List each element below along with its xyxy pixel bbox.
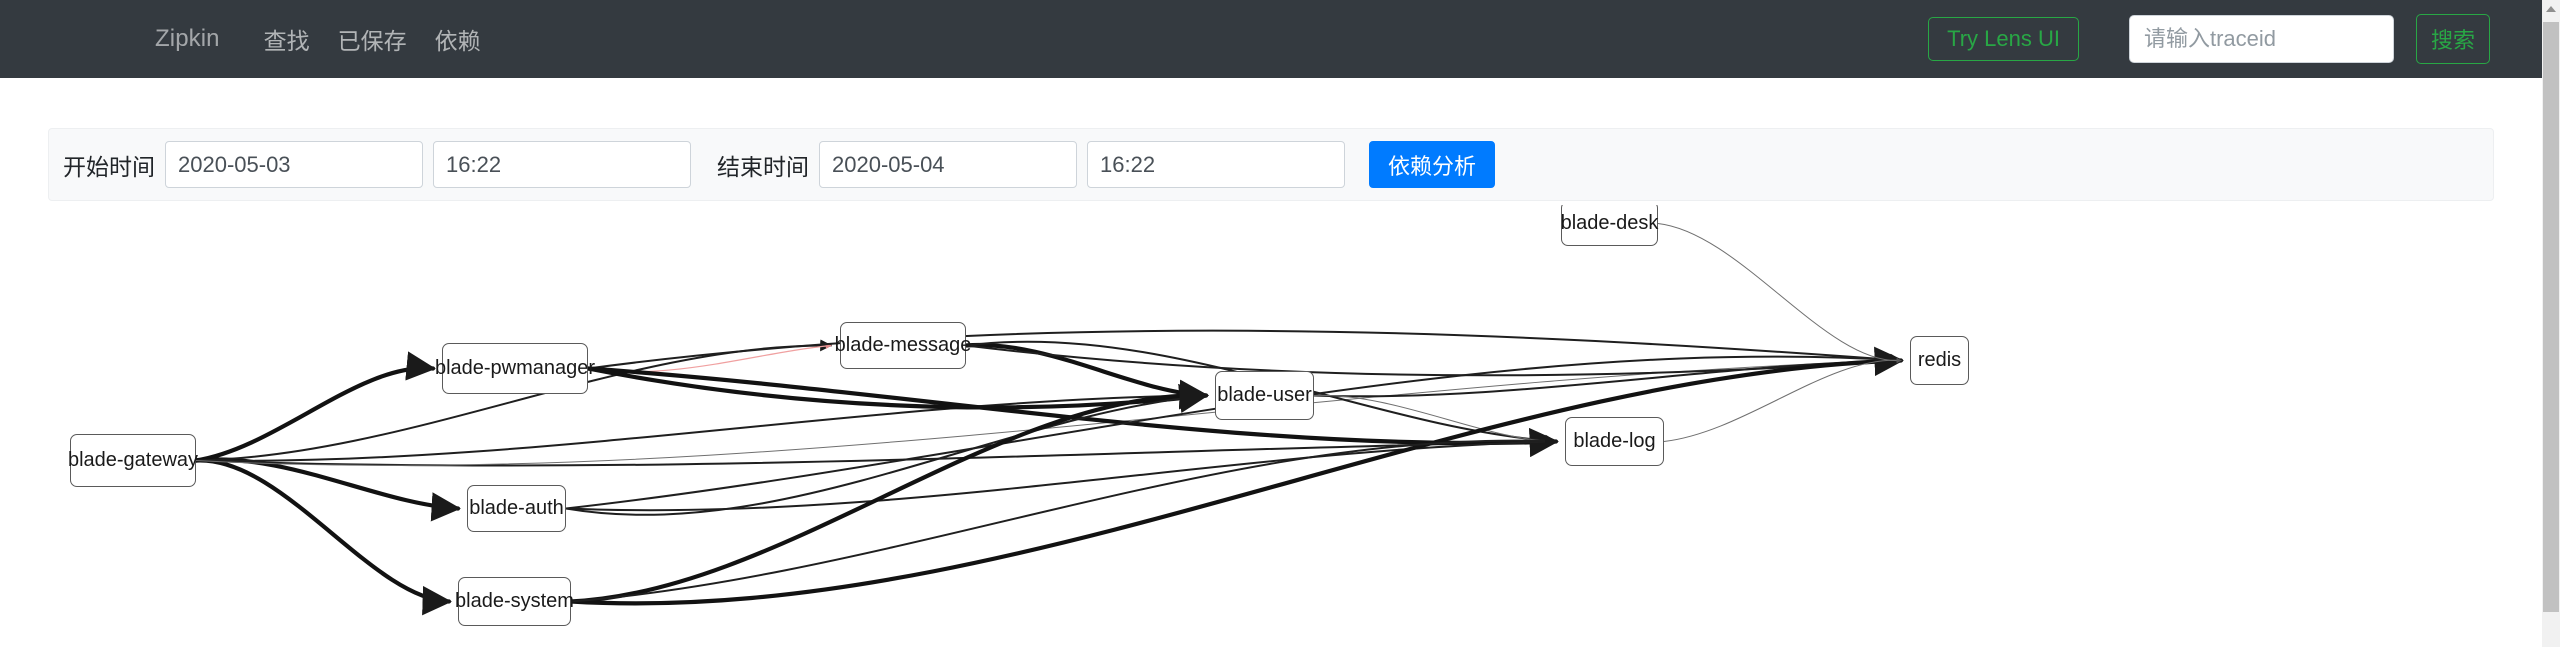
graph-edge-blade-system-to-redis[interactable]	[568, 346, 1904, 606]
vertical-scrollbar[interactable]	[2542, 0, 2560, 647]
start-date-input[interactable]	[165, 141, 423, 188]
graph-node-blade-gateway[interactable]: blade-gateway	[67, 434, 199, 487]
graph-node-blade-message[interactable]: blade-message	[835, 322, 971, 369]
start-time-label: 开始时间	[63, 153, 155, 180]
graph-edge-blade-auth-to-blade-user[interactable]	[565, 390, 1208, 516]
brand-zipkin[interactable]: Zipkin	[155, 25, 220, 52]
graph-edge-blade-gateway-to-blade-user[interactable]	[195, 389, 1208, 462]
graph-node-redis[interactable]: redis	[1910, 336, 1969, 385]
graph-node-label: blade-message	[834, 334, 972, 356]
end-date-input[interactable]	[819, 141, 1077, 188]
graph-node-blade-log[interactable]: blade-log	[1565, 417, 1664, 466]
search-button[interactable]: 搜索	[2415, 14, 2490, 64]
nav-link-find[interactable]: 查找	[263, 28, 310, 54]
navbar: Zipkin 查找 已保存 依赖 Try Lens UI 搜索	[0, 0, 2542, 78]
start-time-input[interactable]	[433, 141, 691, 188]
traceid-search-input[interactable]	[2128, 15, 2394, 63]
graph-node-label: blade-auth	[469, 497, 564, 519]
graph-edge-blade-gateway-to-blade-pwmanager[interactable]	[193, 351, 436, 463]
graph-edge-blade-pwmanager-to-redis[interactable]	[587, 329, 1903, 370]
dependency-filter-bar: 开始时间 结束时间 依赖分析	[48, 128, 2494, 201]
graph-edge-blade-log-to-redis[interactable]	[1663, 357, 1902, 442]
graph-node-blade-desk[interactable]: blade-desk	[1561, 205, 1658, 246]
navbar-right-group: Try Lens UI 搜索	[1928, 14, 2490, 64]
scrollbar-thumb[interactable]	[2543, 22, 2559, 612]
graph-node-blade-user[interactable]: blade-user	[1215, 371, 1314, 420]
try-lens-ui-button[interactable]: Try Lens UI	[1928, 17, 2079, 61]
nav-links: 查找 已保存 依赖	[264, 22, 509, 56]
dependency-graph[interactable]: blade-gateway blade-pwmanager blade-messag…	[0, 205, 2542, 647]
graph-edge-blade-system-to-blade-user[interactable]	[568, 380, 1209, 604]
graph-edge-blade-message-to-blade-user[interactable]	[963, 342, 1209, 409]
graph-node-label: blade-pwmanager	[434, 357, 596, 379]
graph-edge-blade-pwmanager-to-blade-message[interactable]	[587, 343, 832, 373]
graph-edge-blade-system-to-blade-log[interactable]	[570, 435, 1558, 603]
graph-node-blade-pwmanager[interactable]: blade-pwmanager	[435, 343, 595, 394]
nav-link-dependencies[interactable]: 依赖	[434, 28, 481, 54]
graph-node-label: redis	[1917, 349, 1962, 371]
graph-edge-blade-user-to-blade-log[interactable]	[1313, 394, 1557, 444]
graph-edge-blade-gateway-to-blade-system[interactable]	[193, 458, 452, 616]
graph-node-label: blade-log	[1573, 430, 1656, 452]
graph-edge-blade-desk-to-redis[interactable]	[1657, 223, 1902, 364]
graph-node-label: blade-gateway	[67, 449, 199, 471]
analyze-dependencies-button[interactable]: 依赖分析	[1369, 141, 1496, 188]
dependency-graph-edges	[193, 223, 1904, 616]
graph-node-label: blade-system	[455, 590, 574, 612]
graph-node-blade-system[interactable]: blade-system	[455, 577, 574, 626]
graph-node-label: blade-user	[1217, 384, 1312, 406]
scroll-up-arrow-icon[interactable]	[2542, 0, 2560, 18]
graph-node-blade-auth[interactable]: blade-auth	[467, 485, 566, 532]
end-time-input[interactable]	[1087, 141, 1345, 188]
nav-link-saved[interactable]: 已保存	[337, 28, 407, 54]
end-time-label: 结束时间	[717, 153, 809, 180]
graph-node-label: blade-desk	[1560, 212, 1659, 234]
